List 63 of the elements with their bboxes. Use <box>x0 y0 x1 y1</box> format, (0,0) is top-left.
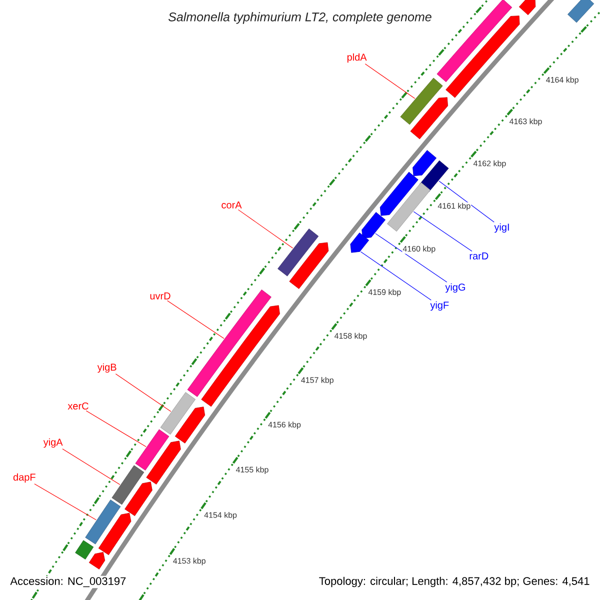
gene-label: xerC <box>68 402 88 410</box>
tick-label: 4156 kbp <box>268 421 302 430</box>
gene-bar <box>568 0 594 23</box>
tick-label: 4164 kbp <box>545 76 580 85</box>
gene-feature <box>88 552 106 570</box>
tick-label: 4157 kbp <box>300 376 334 385</box>
gene-feature <box>412 150 437 176</box>
gene-label: yigB <box>97 363 116 373</box>
tick-label: 4153 kbp <box>172 557 206 566</box>
gene-feature <box>124 482 152 516</box>
leader-line <box>86 410 146 447</box>
gene-label: corA <box>222 202 242 208</box>
gene-bar <box>85 500 121 544</box>
gene-bar <box>400 78 443 125</box>
tick-label: 4159 kbp <box>368 288 402 298</box>
gene-feature <box>362 212 386 238</box>
gene-feature <box>98 512 132 556</box>
gene-feature <box>350 232 370 253</box>
gene-feature <box>446 16 520 98</box>
gene-feature <box>380 172 418 216</box>
gene-bar <box>112 465 144 505</box>
gene-bar <box>135 429 170 470</box>
leader-line <box>375 233 448 282</box>
tick-label: 4158 kbp <box>334 332 368 341</box>
tick-label: 4161 kbp <box>437 202 472 211</box>
leader-line <box>115 374 172 412</box>
gene-label: yigA <box>43 438 63 448</box>
gene-feature <box>410 97 448 140</box>
tick-label: 4160 kbp <box>402 245 436 254</box>
leader-line <box>34 484 96 520</box>
leader-line <box>166 300 224 339</box>
gene-bar <box>278 228 319 276</box>
tick-label: 4163 kbp <box>508 118 543 126</box>
gene-label: pldA <box>347 53 367 63</box>
gene-label: yigG <box>445 283 466 293</box>
map-title: Salmonella typhimurium LT2, complete genome <box>168 12 432 24</box>
leader-line <box>238 209 294 248</box>
tick-label: 4155 kbp <box>235 466 270 475</box>
leader-line <box>413 211 472 252</box>
leader-line <box>438 180 494 222</box>
gene-label: dapF <box>13 473 36 483</box>
gene-feature <box>201 305 280 407</box>
gene-label: yigF <box>430 301 449 311</box>
summary-text: Topology: circular; Length: 4,857,432 bp; Genes: 4,541 <box>318 576 591 588</box>
gene-label: yigI <box>494 223 509 233</box>
gene-bar <box>75 540 94 560</box>
gene-label: uvrD <box>150 292 170 300</box>
tick-label: 4162 kbp <box>472 160 507 168</box>
gene-bar <box>387 182 431 232</box>
leader-line <box>62 448 120 485</box>
gene-feature <box>174 406 206 444</box>
leader-line <box>360 251 432 300</box>
tick-label: 4154 kbp <box>204 512 238 520</box>
gene-bar <box>187 290 272 397</box>
gene-feature <box>289 242 329 289</box>
gene-feature <box>146 440 181 484</box>
gene-bar <box>420 160 449 192</box>
gene-bar <box>160 392 196 435</box>
leader-line <box>364 64 416 99</box>
gene-label: rarD <box>470 252 488 260</box>
accession-text: Accession: NC_003197 <box>9 576 128 588</box>
gene-bar <box>436 0 512 82</box>
gene-feature <box>518 0 536 16</box>
